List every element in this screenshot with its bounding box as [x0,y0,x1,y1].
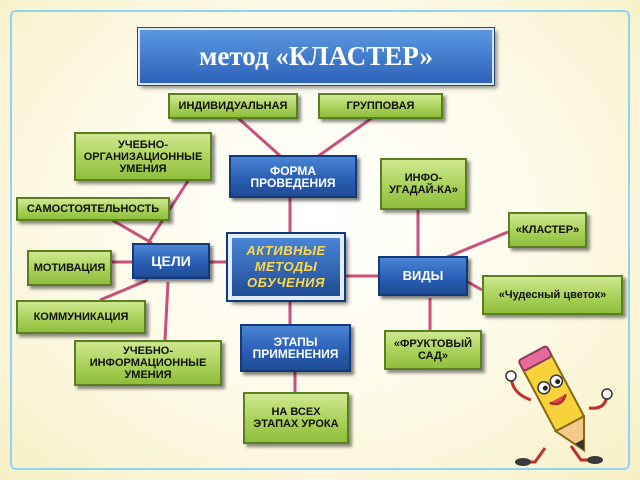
connector-uchebno-info [163,281,170,341]
tseli-node: ЦЕЛИ [132,243,210,279]
forma-node: ФОРМА ПРОВЕДЕНИЯ [229,155,357,198]
vidy-node: ВИДЫ [378,256,468,296]
samostoyatelnost-node: САМОСТОЯТЕЛЬНОСТЬ [16,197,170,221]
connector-individual [236,116,289,164]
info-ugaday-node: ИНФО-УГАДАЙ-КА» [380,158,467,210]
na-vseh-node: НА ВСЕХ ЭТАПАХ УРОКА [243,392,349,444]
connector-uchebno-org [146,169,197,244]
connector-klaster [444,230,509,260]
sad-node: «ФРУКТОВЫЙ САД» [384,330,482,370]
slide-frame [10,10,630,470]
motivatsiya-node: МОТИВАЦИЯ [27,250,112,286]
group-node: ГРУППОВАЯ [318,93,443,119]
etapy-node: ЭТАПЫ ПРИМЕНЕНИЯ [240,324,351,372]
connector-kommunikatsiya [99,278,149,302]
tsvetok-node: «Чудесный цветок» [482,275,623,315]
pencil-mascot-icon [505,345,613,466]
individual-node: ИНДИВИДУАЛЬНАЯ [168,93,298,119]
center-node-label: АКТИВНЫЕ МЕТОДЫ ОБУЧЕНИЯ [246,243,326,290]
uchebno-info-node: УЧЕБНО-ИНФОРМАЦИОННЫЕ УМЕНИЯ [74,340,222,386]
center-node: АКТИВНЫЕ МЕТОДЫ ОБУЧЕНИЯ [226,232,346,302]
connector-tsvetok [467,280,483,292]
connector-group [309,116,373,164]
uchebno-org-node: УЧЕБНО-ОРГАНИЗАЦИОННЫЕ УМЕНИЯ [74,132,212,181]
connector-samostoyatelnost [111,218,153,245]
kommunikatsiya-node: КОММУНИКАЦИЯ [16,300,146,334]
slide-title: метод «КЛАСТЕР» [137,27,495,86]
klaster-node: «КЛАСТЕР» [508,212,587,248]
